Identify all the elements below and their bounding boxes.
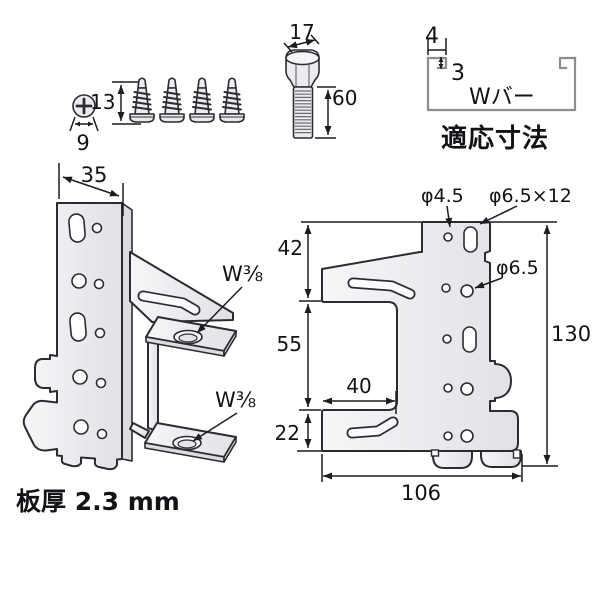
leader-arrow <box>192 412 238 442</box>
upper-tab-edge <box>223 330 237 357</box>
tapping-screw-icon <box>219 77 245 123</box>
lower-thread-bore <box>177 439 197 449</box>
iso-bracket-view: 35 W⅜ W⅜ 板厚 2.3 mm <box>16 163 263 516</box>
small-hole <box>93 278 105 290</box>
small-hole <box>94 327 106 339</box>
small-hole <box>441 283 451 293</box>
lower-flange-slot <box>348 418 397 437</box>
dim-ticks <box>283 34 320 53</box>
lower-tab-spur <box>129 422 150 439</box>
upper-flange-slot <box>349 279 414 298</box>
upper-thread-label: W⅜ <box>222 262 263 286</box>
small-hole-label: φ4.5 <box>421 185 464 207</box>
phillips-screw-head-view: 9 <box>69 94 99 155</box>
bolt-head-top-face <box>285 50 320 66</box>
leader-arrow <box>445 205 453 228</box>
foot-notch <box>430 449 440 457</box>
small-hole <box>96 428 108 440</box>
foot-notch <box>512 449 521 459</box>
tapping-screws-view: 13 <box>90 77 245 125</box>
wbar-lip-width-dim: 4 <box>425 24 439 49</box>
dim-arrow <box>62 176 120 197</box>
small-hole <box>443 431 453 441</box>
round-hole <box>460 382 474 396</box>
clamp-web <box>147 339 159 432</box>
bolt-head-facets <box>295 64 310 87</box>
upper-thread-bore <box>178 333 198 343</box>
wbar-lip-height-dim: 3 <box>451 61 465 86</box>
seg-mid-dim: 55 <box>277 332 302 356</box>
side-bracket-view: 42 55 22 40 130 106 φ4.5 φ6.5×12 φ6.5 <box>275 185 592 505</box>
slot-hole <box>463 226 478 253</box>
bottom-foot-tab <box>480 450 522 468</box>
small-hole <box>442 334 452 344</box>
small-hole <box>91 222 103 234</box>
width-dim: 106 <box>401 481 441 505</box>
round-hole <box>460 429 474 443</box>
large-hole-label: φ6.5 <box>496 257 539 279</box>
lower-tab-edge <box>223 436 237 463</box>
tapping-screw-icon <box>129 77 155 123</box>
slot-hole <box>68 213 86 243</box>
plate-holes <box>441 226 478 443</box>
small-hole <box>443 383 453 393</box>
plate-side-face <box>121 202 133 462</box>
bolt-length-dim: 60 <box>332 86 357 110</box>
iso-top-width-dim: 35 <box>81 163 108 187</box>
wbar-label: Wバー <box>469 85 535 110</box>
wbar-caption: 適応寸法 <box>441 123 549 154</box>
dim-extension-lines <box>315 86 336 139</box>
round-hole <box>73 419 89 435</box>
tapping-screw-icon <box>159 77 185 123</box>
hex-bolt-view: 17 60 <box>283 20 357 139</box>
gusset-slot <box>139 292 199 314</box>
inner-width-dim: 40 <box>346 374 371 398</box>
dim-extension-lines <box>321 454 523 482</box>
small-hole <box>95 377 107 389</box>
gusset-brace <box>129 251 234 323</box>
dim-extension-lines <box>112 81 141 125</box>
plate-thickness-note: 板厚 2.3 mm <box>16 487 180 516</box>
wbar-right-lip <box>558 56 577 70</box>
dim-extension-lines <box>58 163 124 216</box>
plate-holes <box>68 213 108 440</box>
screw-head-dia-dim: 9 <box>76 131 89 155</box>
slot-hole-label: φ6.5×12 <box>489 185 572 207</box>
bracket-outline <box>321 221 519 452</box>
leader-arrow <box>479 205 518 225</box>
dim-ticks <box>69 116 99 132</box>
lower-thread-label: W⅜ <box>215 388 256 412</box>
round-hole <box>71 273 87 289</box>
wbar-channel-outline <box>426 56 577 112</box>
bottom-foot-tab <box>432 450 473 469</box>
round-hole <box>460 284 474 298</box>
small-hole <box>443 232 453 242</box>
slot-hole <box>462 326 477 353</box>
wbar-left-lip <box>426 56 448 70</box>
round-hole <box>72 369 88 385</box>
tapping-screw-icon <box>189 77 215 123</box>
screw-length-dim: 13 <box>90 90 115 114</box>
leader-arrow <box>474 277 503 289</box>
wbar-profile-view: 4 3 Wバー 適応寸法 <box>425 24 577 154</box>
height-dim: 130 <box>551 322 591 346</box>
bolt-shaft <box>292 86 314 139</box>
seg-top-dim: 42 <box>278 236 303 260</box>
leader-arrow <box>196 286 243 334</box>
dim-lines <box>427 38 447 55</box>
dim-extension-lines <box>297 300 321 452</box>
seg-bottom-dim: 22 <box>275 421 300 445</box>
phillips-cross-icon <box>75 97 93 115</box>
dim-arrow <box>287 38 316 49</box>
slot-hole <box>69 312 87 342</box>
bolt-threads <box>295 90 311 134</box>
